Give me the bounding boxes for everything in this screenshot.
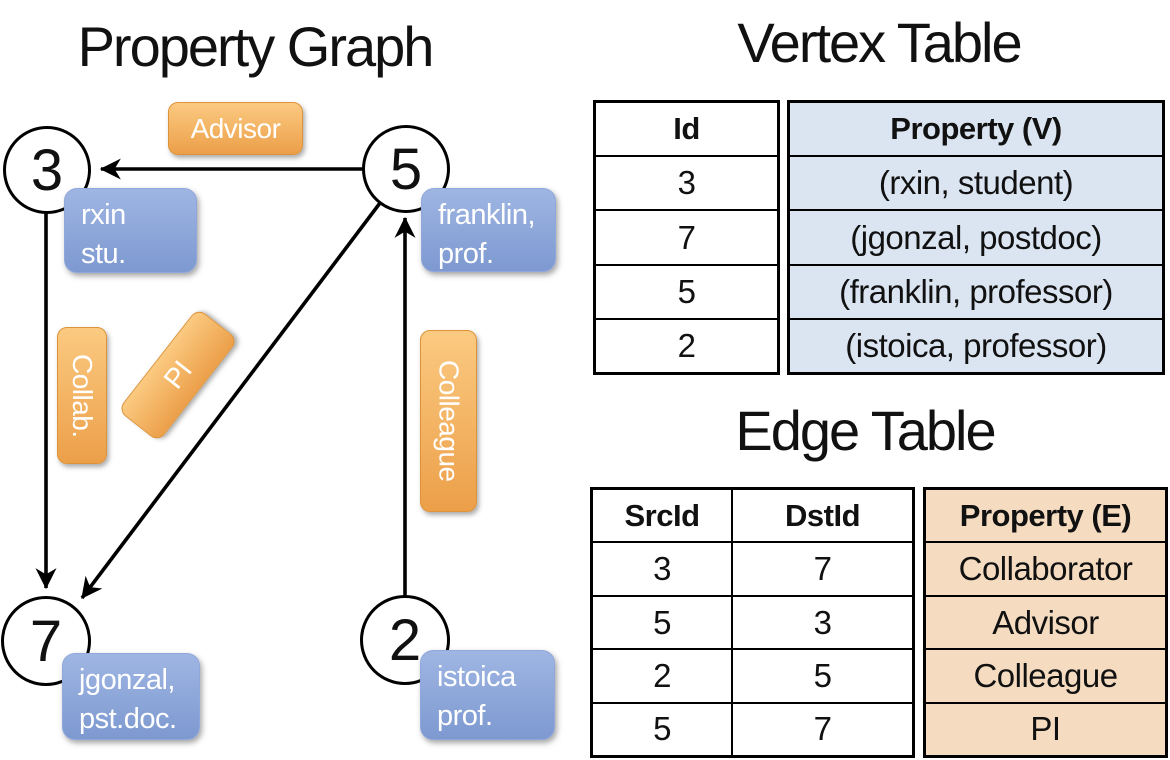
edge-table-cell: PI [926, 701, 1165, 755]
edge-label-collab: Collab. [57, 327, 107, 464]
vertex-prop-line: prof. [438, 238, 494, 270]
vertex-id-label: 2 [388, 607, 422, 673]
column-header-dstid: DstId [785, 497, 861, 533]
vertex-table-title: Vertex Table [737, 11, 1022, 74]
vertex-prop-line: rxin [81, 199, 126, 231]
property-graph-title: Property Graph [77, 15, 435, 78]
edge-table-cell: Colleague [926, 648, 1165, 701]
vertex-id-label: 5 [389, 136, 423, 202]
vertex-id-label: 7 [29, 608, 63, 674]
edge-table-cell: 3 [593, 543, 733, 595]
vertex-prop-line: pst.doc. [79, 703, 177, 735]
edge-table-cell: 7 [813, 710, 832, 748]
edge-table-id-columns: SrcId DstId 3 7 5 3 2 5 5 7 [590, 487, 915, 758]
vertex-prop-box-istoica: istoica prof. [420, 650, 555, 740]
edge-table-cell: 5 [813, 656, 832, 694]
vertex-prop-line: franklin, [438, 199, 536, 231]
edge-table-cell: 5 [593, 596, 733, 649]
vertex-prop-line: istoica [437, 661, 516, 693]
vertex-id-label: 3 [30, 137, 64, 203]
edge-table-cell: 2 [593, 650, 733, 702]
vertex-table-cell: 3 [596, 155, 777, 209]
vertex-prop-box-jgonzal: jgonzal, pst.doc. [62, 653, 200, 740]
vertex-prop-box-rxin: rxin stu. [64, 188, 197, 273]
edge-table-cell: Collaborator [926, 541, 1165, 594]
edge-pi-5-to-7 [80, 201, 382, 600]
vertex-table-cell: 7 [596, 209, 777, 263]
column-header-srcid: SrcId [593, 490, 733, 542]
vertex-table-cell: (istoica, professor) [790, 317, 1162, 372]
edge-label-advisor: Advisor [168, 102, 303, 155]
edge-table-property-column: Property (E) Collaborator Advisor Collea… [923, 487, 1168, 758]
edge-table-cell: 3 [813, 603, 832, 641]
edge-table-title: Edge Table [735, 399, 996, 462]
column-header-property-e: Property (E) [959, 497, 1132, 533]
column-header-property-v: Property (V) [890, 111, 1062, 147]
vertex-table-property-column: Property (V) (rxin, student) (jgonzal, p… [787, 100, 1165, 375]
vertex-table-cell: (franklin, professor) [790, 263, 1162, 318]
vertex-prop-line: prof. [437, 700, 493, 732]
edge-label-colleague: Colleague [420, 330, 477, 512]
column-header-id: Id [673, 111, 700, 147]
vertex-table-cell: 2 [596, 317, 777, 372]
vertex-table-cell: (jgonzal, postdoc) [790, 209, 1162, 263]
vertex-table-id-column: Id 3 7 5 2 [593, 100, 780, 375]
vertex-prop-box-franklin: franklin, prof. [421, 188, 556, 272]
edge-table-cell: Advisor [926, 594, 1165, 648]
vertex-prop-line: jgonzal, [79, 664, 175, 696]
edge-table-cell: 5 [593, 703, 733, 756]
vertex-prop-line: stu. [81, 238, 126, 270]
edge-table-cell: 7 [813, 550, 832, 588]
vertex-table-cell: (rxin, student) [790, 155, 1162, 209]
vertex-table-cell: 5 [596, 263, 777, 318]
